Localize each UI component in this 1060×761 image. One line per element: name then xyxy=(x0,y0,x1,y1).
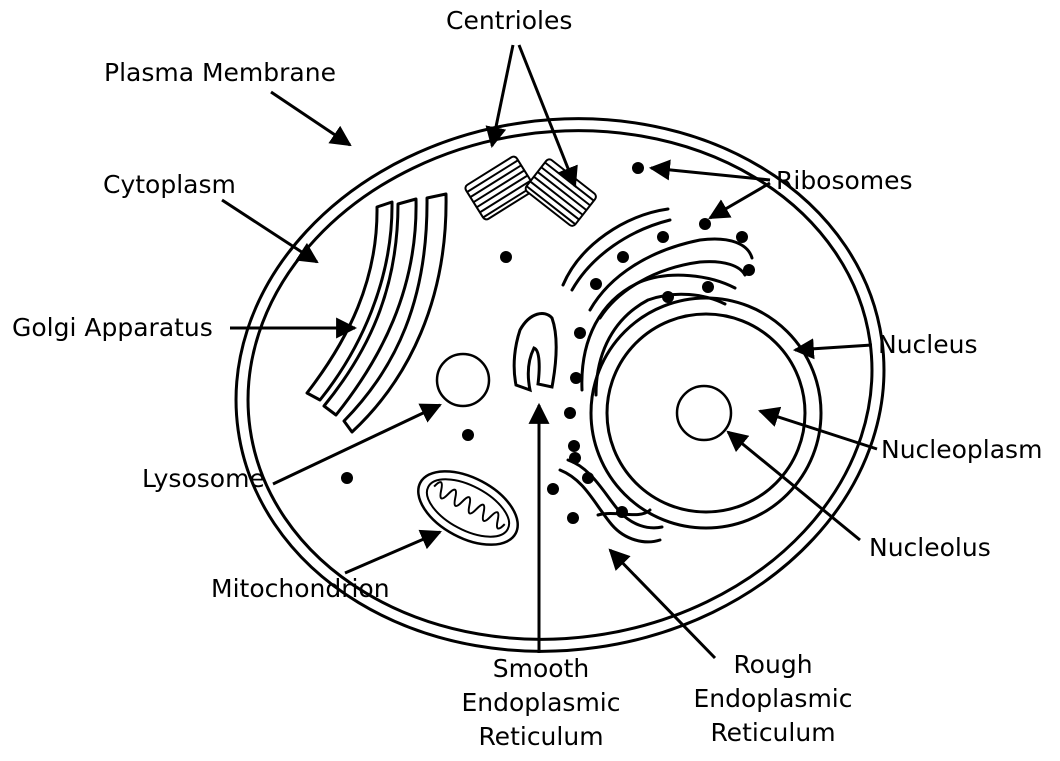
label-rough-er-line-1: Rough xyxy=(678,648,868,682)
label-centrioles: Centrioles xyxy=(446,4,572,38)
label-golgi-apparatus: Golgi Apparatus xyxy=(12,311,213,345)
rough-er-shape xyxy=(560,209,752,542)
label-nucleoplasm: Nucleoplasm xyxy=(881,433,1042,467)
label-ribosomes: Ribosomes xyxy=(776,164,913,198)
label-cytoplasm: Cytoplasm xyxy=(103,168,236,202)
label-rough-er-line-2: Endoplasmic xyxy=(678,682,868,716)
centrioles-shape xyxy=(464,155,598,227)
label-smooth-er-line-3: Reticulum xyxy=(446,720,636,754)
label-rough-er: Rough Endoplasmic Reticulum xyxy=(678,648,868,750)
mitochondrion-shape xyxy=(406,456,530,560)
label-smooth-er-line-2: Endoplasmic xyxy=(446,686,636,720)
smooth-er-shape xyxy=(514,314,556,390)
lysosome-shape xyxy=(437,354,489,406)
nucleolus-shape xyxy=(677,386,731,440)
label-smooth-er-line-1: Smooth xyxy=(446,652,636,686)
label-mitochondrion: Mitochondrion xyxy=(211,572,390,606)
label-nucleolus: Nucleolus xyxy=(869,531,991,565)
label-lysosome: Lysosome xyxy=(142,462,265,496)
label-rough-er-line-3: Reticulum xyxy=(678,716,868,750)
label-smooth-er: Smooth Endoplasmic Reticulum xyxy=(446,652,636,754)
label-plasma-membrane: Plasma Membrane xyxy=(104,56,336,90)
label-nucleus: Nucleus xyxy=(878,328,978,362)
golgi-apparatus-shape xyxy=(307,194,446,432)
